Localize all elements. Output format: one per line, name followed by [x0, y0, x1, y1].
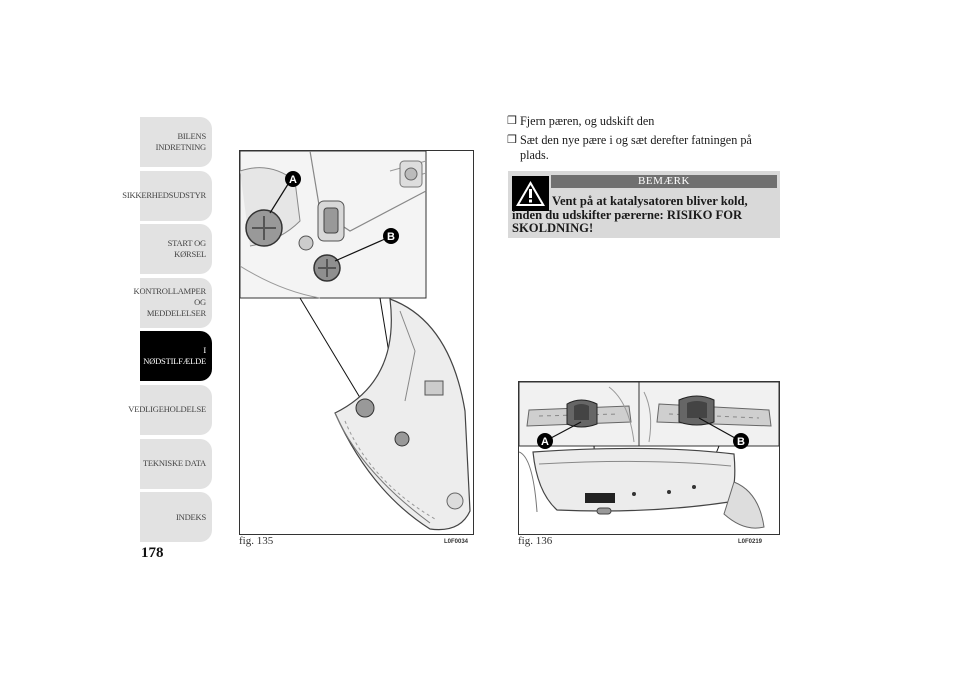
tab-kontrollamper[interactable]: KONTROLLAMPER OG MEDDELELSER [134, 277, 212, 328]
figure-136: A B [518, 381, 780, 535]
figure-135-caption: fig. 135 [239, 535, 274, 547]
tab-start-og-korsel[interactable]: START OG KØRSEL [140, 224, 212, 275]
label-b: B [737, 436, 745, 448]
label-a: A [541, 436, 549, 448]
tail-light-illustration: A B [240, 151, 471, 531]
instruction-list: ❒ Fjern pæren, og udskift den ❒ Sæt den … [507, 114, 782, 167]
figure-135-code: L0F0034 [444, 539, 469, 545]
tab-bilens-indretning[interactable]: BILENS INDRETNING [140, 117, 212, 167]
label-a: A [289, 174, 297, 186]
rear-bumper-illustration: A B [519, 382, 779, 529]
tab-indeks[interactable]: INDEKS [140, 492, 212, 543]
instruction-text: Fjern pæren, og udskift den [520, 114, 655, 128]
warning-triangle-icon [512, 176, 549, 211]
figure-136-caption: fig. 136 [518, 535, 553, 547]
list-item: ❒ Fjern pæren, og udskift den [507, 114, 782, 129]
page-number: 178 [141, 545, 164, 561]
tab-sikkerhedsudstyr[interactable]: SIKKERHEDSUDSTYR [122, 170, 212, 221]
list-item: ❒ Sæt den nye pære i og sæt derefter fat… [507, 133, 782, 163]
tab-vedligeholdelse[interactable]: VEDLIGEHOLDELSE [128, 384, 212, 435]
warning-title: BEMÆRK [551, 175, 777, 188]
label-b: B [387, 231, 395, 243]
figure-136-code: L0F0219 [738, 539, 763, 545]
instruction-text: Sæt den nye pære i og sæt derefter fatni… [520, 133, 752, 162]
warning-text: Vent på at katalysatoren bliver kold, in… [512, 194, 748, 235]
tab-i-nodstilfaelde[interactable]: I NØDSTILFÆLDE [140, 331, 212, 382]
checkbox-bullet-icon: ❒ [507, 115, 517, 127]
checkbox-bullet-icon: ❒ [507, 134, 517, 146]
tab-tekniske-data[interactable]: TEKNISKE DATA [140, 438, 212, 489]
chapter-tabs: BILENS INDRETNING SIKKERHEDSUDSTYR START… [122, 117, 212, 546]
figure-135: A B [239, 150, 474, 535]
